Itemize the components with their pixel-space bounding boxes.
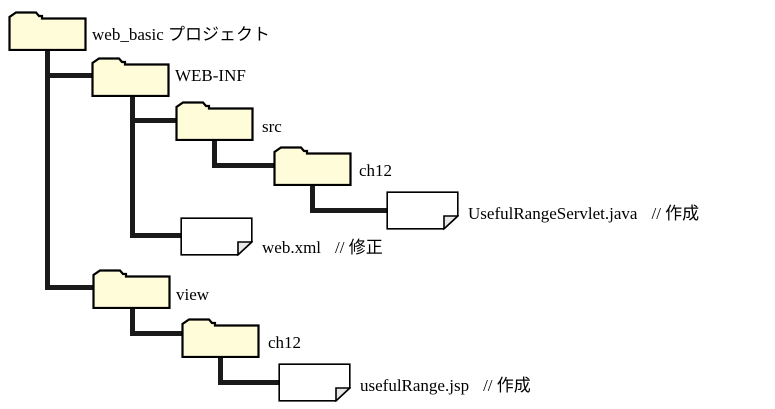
tree-node-web-basic[interactable] xyxy=(8,10,87,51)
file-icon xyxy=(386,191,459,230)
file-icon xyxy=(180,217,253,256)
tree-node-view[interactable] xyxy=(92,268,171,309)
tree-node-usefulrangeservlet-java[interactable] xyxy=(386,191,459,230)
folder-icon xyxy=(8,10,87,51)
tree-node-label-usefulrange-jsp: usefulRange.jsp // 作成 xyxy=(360,376,531,395)
tree-node-label-web-xml: web.xml // 修正 xyxy=(262,238,383,257)
label-text: UsefulRangeServlet.java xyxy=(468,204,638,223)
label-text: web_basic プロジェクト xyxy=(92,25,271,44)
connector-web-inf-to-web-xml xyxy=(130,233,182,238)
connector-web-inf-trunk xyxy=(130,96,135,238)
folder-icon xyxy=(273,145,352,186)
tree-node-src[interactable] xyxy=(175,100,254,141)
tree-node-label-src-ch12: ch12 xyxy=(359,161,406,180)
label-text: view xyxy=(176,285,210,304)
label-text: ch12 xyxy=(268,333,302,352)
connector-view-ch12-to-jsp-file xyxy=(218,380,280,385)
connector-web-basic-to-view xyxy=(45,285,95,290)
connector-src-ch12-to-java-file xyxy=(310,208,388,213)
label-text: usefulRange.jsp xyxy=(360,376,470,395)
tree-node-web-inf[interactable] xyxy=(91,56,170,97)
connector-src-trunk xyxy=(212,140,217,168)
tree-node-label-usefulrangeservlet-java: UsefulRangeServlet.java // 作成 xyxy=(468,204,699,223)
folder-icon xyxy=(181,317,260,358)
tree-node-label-web-inf: WEB-INF xyxy=(175,66,260,85)
tree-node-src-ch12[interactable] xyxy=(273,145,352,186)
tree-node-label-web-basic: web_basic プロジェクト xyxy=(92,25,284,44)
tree-node-web-xml[interactable] xyxy=(180,217,253,256)
tree-node-label-view-ch12: ch12 xyxy=(268,333,315,352)
label-text: ch12 xyxy=(359,161,393,180)
connector-src-to-ch12 xyxy=(212,163,275,168)
label-note: // 修正 xyxy=(335,238,383,257)
connector-view-to-ch12 xyxy=(130,331,183,336)
folder-icon xyxy=(92,268,171,309)
label-text: web.xml xyxy=(262,238,322,257)
connector-web-basic-to-web-inf xyxy=(45,73,93,78)
folder-icon xyxy=(91,56,170,97)
tree-node-view-ch12[interactable] xyxy=(181,317,260,358)
connector-web-basic-trunk xyxy=(45,50,50,290)
connector-view-ch12-trunk xyxy=(218,357,223,385)
tree-node-label-src: src xyxy=(262,117,296,136)
label-text: WEB-INF xyxy=(175,66,246,85)
connector-web-inf-to-src xyxy=(130,118,177,123)
label-note: // 作成 xyxy=(651,204,700,223)
connector-src-ch12-trunk xyxy=(310,185,315,213)
tree-node-usefulrange-jsp[interactable] xyxy=(278,363,351,402)
file-icon xyxy=(278,363,351,402)
folder-icon xyxy=(175,100,254,141)
label-note: // 作成 xyxy=(483,376,531,395)
tree-node-label-view: view xyxy=(176,285,223,304)
label-text: src xyxy=(262,117,282,136)
connector-view-trunk xyxy=(130,308,135,336)
